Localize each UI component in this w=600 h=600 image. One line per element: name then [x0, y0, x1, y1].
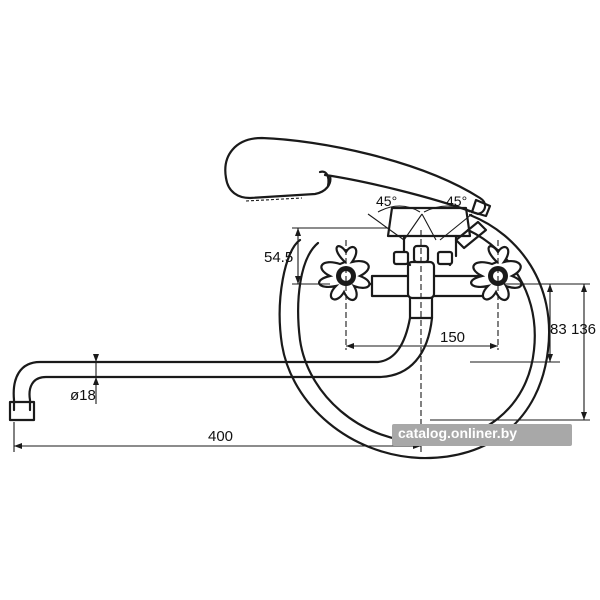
- angle-left-label: 45°: [376, 193, 397, 209]
- center-lines: [345, 230, 499, 440]
- dim-83-136: 83 136: [430, 283, 596, 421]
- dim-150: 150: [346, 329, 498, 349]
- angle-right-label: 45°: [446, 193, 467, 209]
- dim-54-5-label: 54.5: [264, 249, 293, 266]
- dim-150-label: 150: [440, 329, 465, 346]
- dim-136-label: 136: [571, 321, 596, 338]
- right-cross-handle: [470, 245, 523, 302]
- dim-54-5: 54.5: [264, 227, 388, 285]
- angle-marks: 45° 45°: [367, 193, 473, 241]
- shower-head: [224, 136, 492, 218]
- watermark-text: catalog.onliner.by: [398, 425, 518, 441]
- dim-83-label: 83: [550, 321, 567, 338]
- dim-diameter: ø18: [70, 354, 99, 404]
- spout: [8, 316, 434, 422]
- watermark-bar: [392, 424, 572, 446]
- dim-400-label: 400: [208, 428, 233, 445]
- dim-diameter-label: ø18: [70, 387, 96, 404]
- dim-400: 400: [13, 422, 422, 452]
- left-cross-handle: [318, 245, 371, 302]
